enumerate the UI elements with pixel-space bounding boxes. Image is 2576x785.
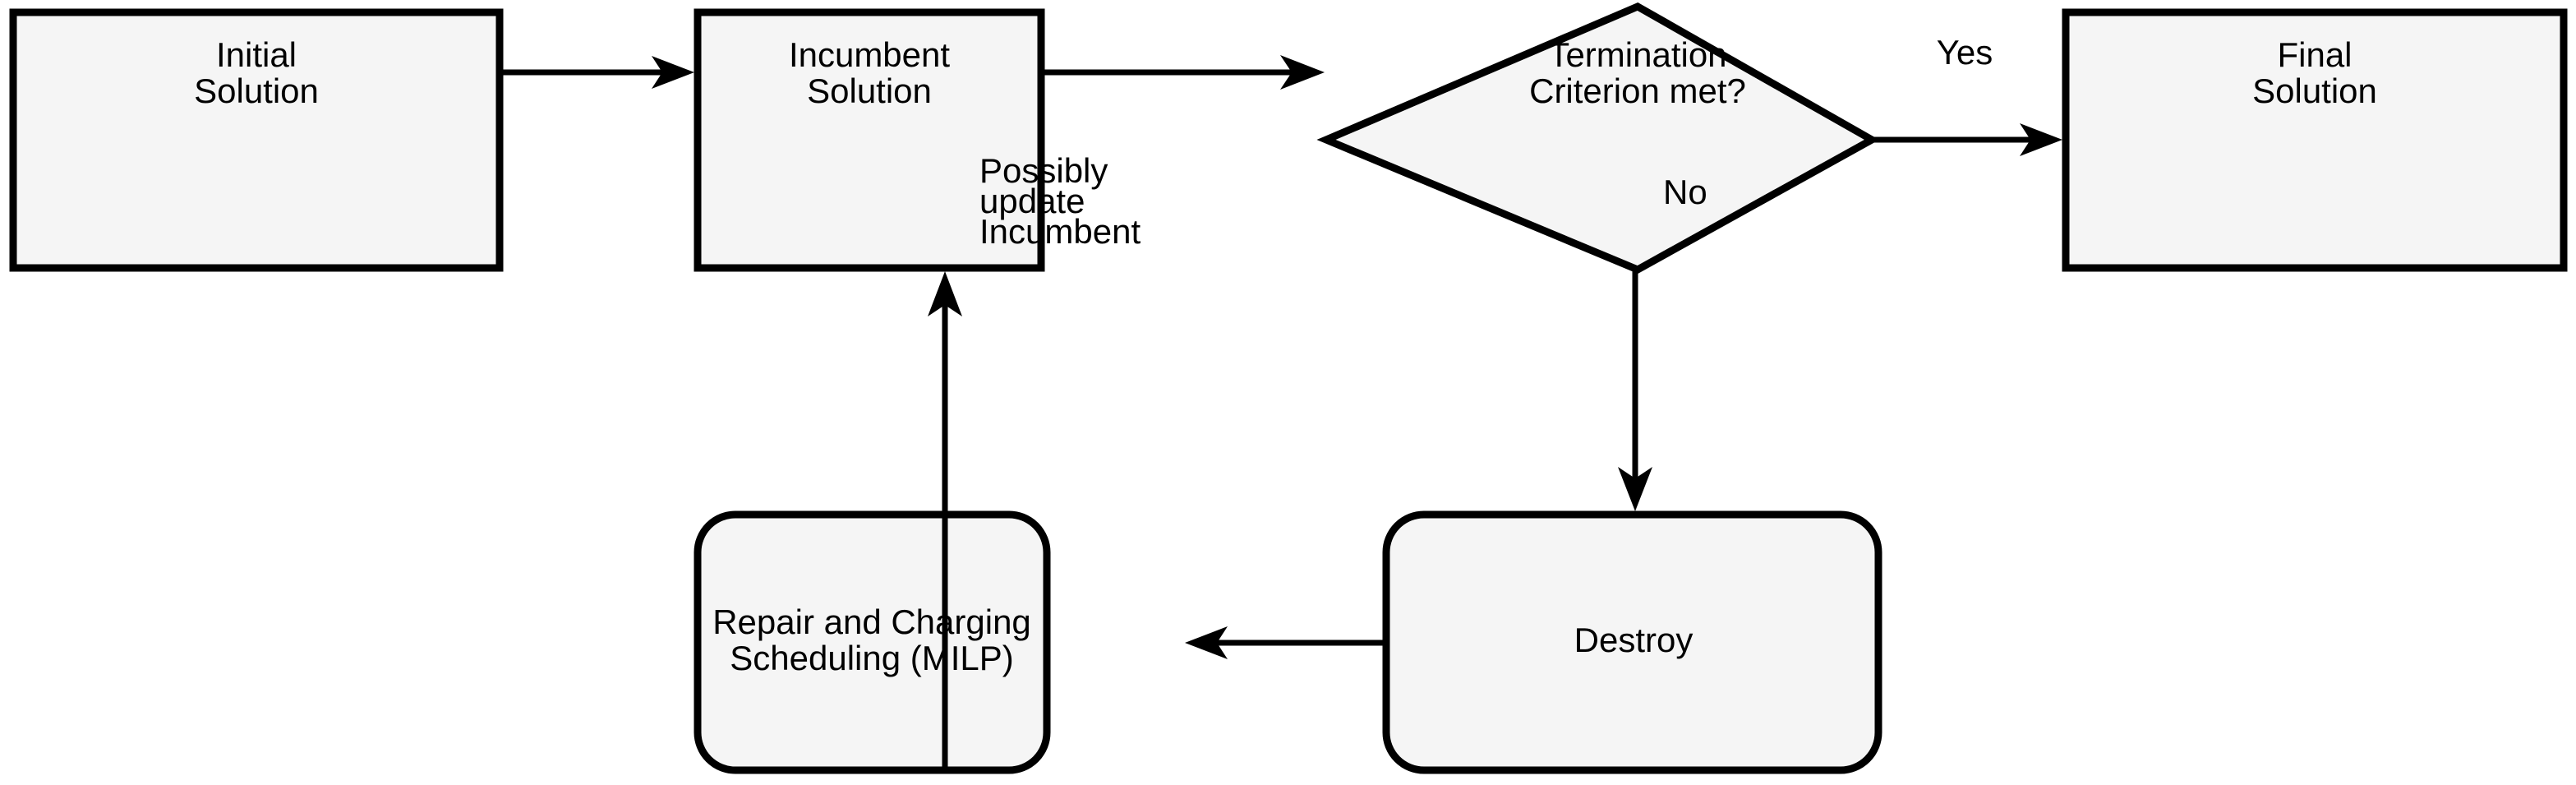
repair-charging-scheduling-label-line-1: Repair and Charging — [712, 603, 1031, 641]
edge-label-possibly-update-incumbent-line-2: update — [979, 182, 1085, 220]
edge-incumbent-to-termination-arrowhead — [1280, 55, 1325, 90]
node-destroy[interactable]: Destroy — [1382, 510, 1882, 774]
edge-label-yes: Yes — [1937, 33, 1993, 72]
edge-termination-to-final-arrowhead — [2020, 123, 2062, 156]
node-final-solution[interactable]: Final Solution — [2062, 8, 2568, 272]
edge-label-no: No — [1663, 173, 1707, 211]
initial-solution-shape — [9, 8, 504, 272]
edge-termination-to-destroy: No — [1618, 173, 1707, 511]
edge-termination-to-final: Yes — [1872, 33, 2062, 156]
edge-repair-to-incumbent-arrowhead — [928, 271, 962, 316]
incumbent-solution-label-line-2: Solution — [807, 72, 932, 110]
edge-destroy-to-repair-arrowhead — [1185, 626, 1228, 659]
final-solution-shape — [2062, 8, 2568, 272]
edge-termination-to-destroy-arrowhead — [1618, 467, 1652, 511]
initial-solution-label-line-1: Initial — [216, 35, 297, 74]
edge-initial-to-incumbent-arrowhead — [652, 56, 694, 89]
destroy-label: Destroy — [1574, 621, 1694, 659]
edge-label-possibly-update-incumbent-line-1: Possibly — [979, 151, 1108, 190]
node-termination-criterion[interactable]: Termination Criterion met? — [1316, 2, 1880, 274]
node-incumbent-solution[interactable]: Incumbent Solution — [694, 8, 1045, 272]
repair-charging-scheduling-shape — [694, 510, 1051, 774]
edge-incumbent-to-termination — [1044, 55, 1325, 90]
edge-destroy-to-repair — [1185, 626, 1386, 659]
termination-criterion-label-line-2: Criterion met? — [1529, 72, 1746, 110]
initial-solution-label-line-2: Solution — [194, 72, 319, 110]
incumbent-solution-shape — [694, 8, 1045, 272]
node-initial-solution[interactable]: Initial Solution — [9, 8, 504, 272]
edge-label-possibly-update-incumbent-line-3: Incumbent — [979, 212, 1141, 251]
node-repair-charging-scheduling[interactable]: Repair and Charging Scheduling (MILP) — [694, 510, 1051, 774]
termination-criterion-label-line-1: Termination — [1548, 35, 1726, 74]
final-solution-label-line-2: Solution — [2252, 72, 2377, 110]
final-solution-label-line-1: Final — [2277, 35, 2352, 74]
repair-charging-scheduling-label-line-2: Scheduling (MILP) — [730, 639, 1014, 677]
edge-repair-to-incumbent: Possibly update Incumbent — [928, 151, 1141, 770]
incumbent-solution-label-line-1: Incumbent — [789, 35, 950, 74]
edge-initial-to-incumbent — [503, 56, 694, 89]
